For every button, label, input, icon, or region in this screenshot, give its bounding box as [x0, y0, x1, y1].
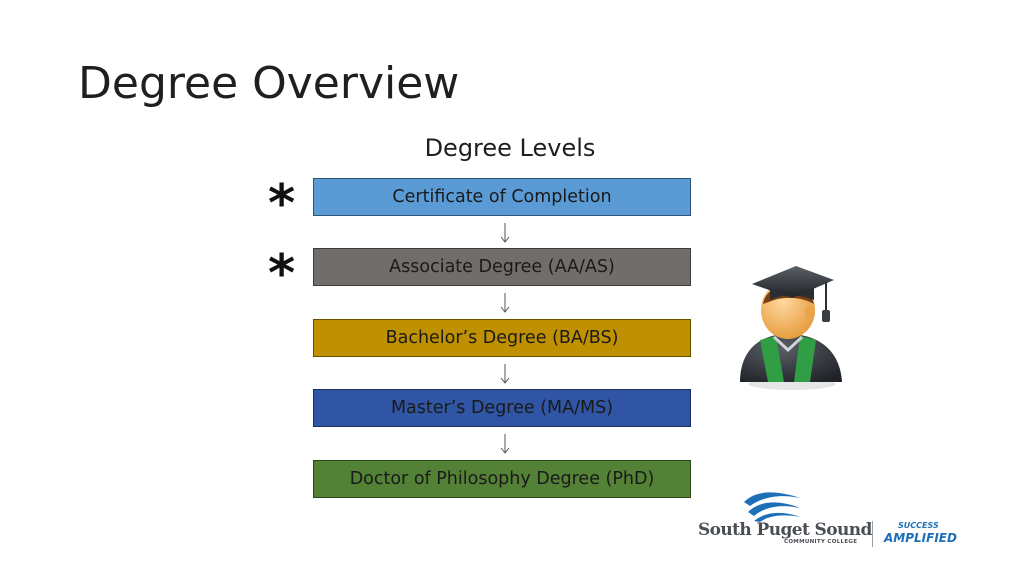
tagline-bottom: AMPLIFIED [884, 531, 957, 545]
college-subtitle: COMMUNITY COLLEGE [784, 539, 858, 545]
graduate-icon [740, 266, 842, 390]
level-doctorate: Doctor of Philosophy Degree (PhD) [313, 460, 691, 498]
level-certificate: Certificate of Completion [313, 178, 691, 216]
college-logo: South Puget Sound COMMUNITY COLLEGE SUCC… [698, 488, 960, 550]
asterisk-marker-associate: * [268, 244, 296, 304]
down-arrow-icon [500, 364, 510, 384]
page-title: Degree Overview [78, 58, 460, 109]
down-arrow-icon [500, 434, 510, 454]
asterisk-marker-certificate: * [268, 174, 296, 234]
logo-divider [872, 521, 873, 547]
tagline-top: SUCCESS [898, 521, 939, 530]
diagram-title: Degree Levels [424, 134, 596, 162]
level-master: Master’s Degree (MA/MS) [313, 389, 691, 427]
level-bachelor: Bachelor’s Degree (BA/BS) [313, 319, 691, 357]
waves-icon [744, 492, 800, 522]
down-arrow-icon [500, 293, 510, 313]
down-arrow-icon [500, 223, 510, 243]
college-name: South Puget Sound [698, 520, 872, 540]
level-associate: Associate Degree (AA/AS) [313, 248, 691, 286]
